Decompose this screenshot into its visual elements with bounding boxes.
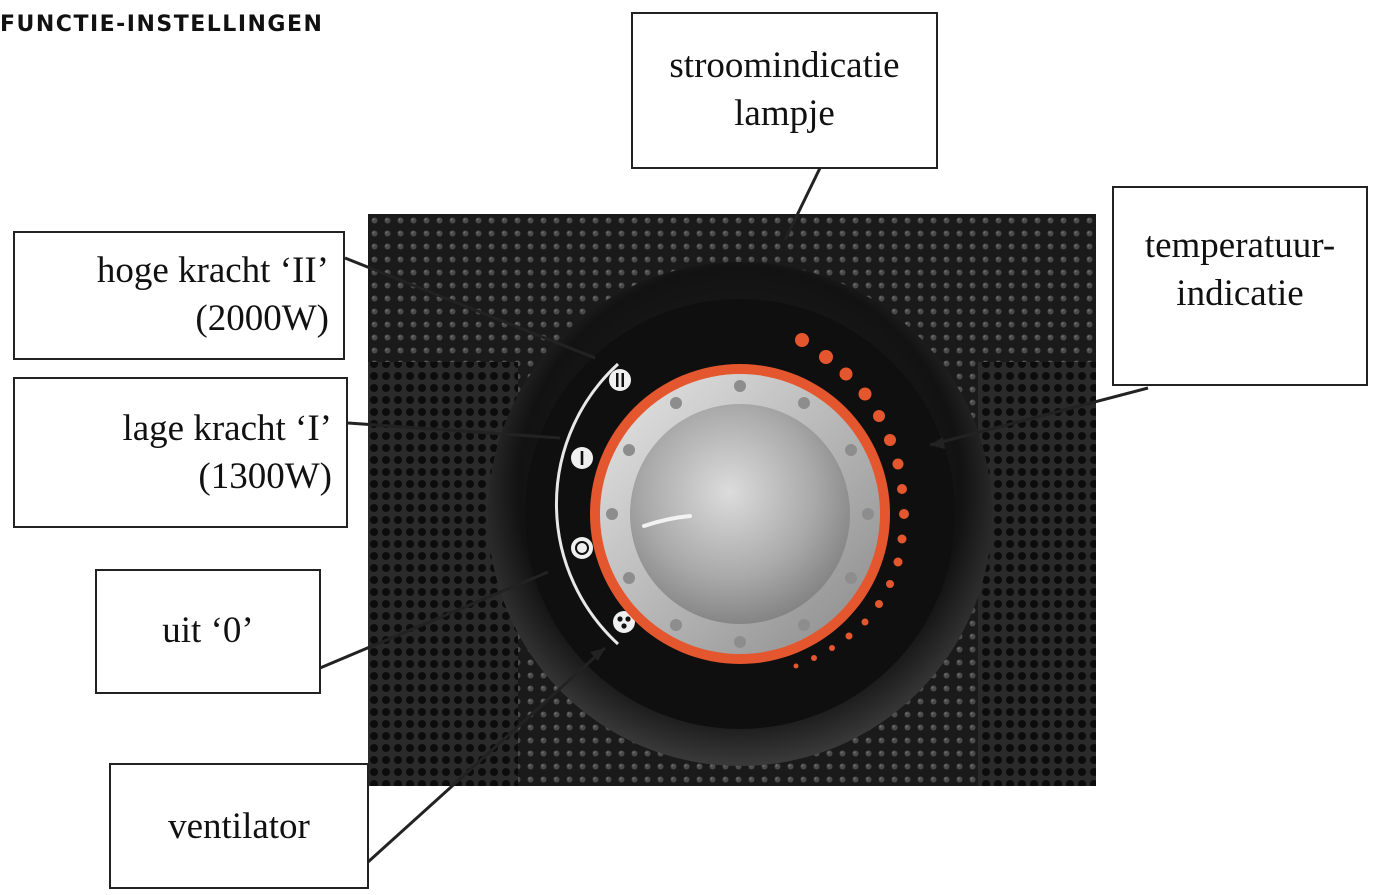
label-low-power-line2: (1300W) (198, 456, 332, 497)
label-high-power: hoge kracht ‘II’ (2000W) (13, 231, 345, 360)
label-low-power: lage kracht ‘I’ (1300W) (13, 377, 348, 528)
label-temperature: temperatuur- indicatie (1112, 186, 1368, 386)
honeycomb-grille-right (978, 362, 1096, 786)
label-power-indicator: stroomindicatie lampje (631, 12, 938, 169)
ring-studs (606, 380, 874, 648)
label-fan: ventilator (109, 763, 369, 889)
high-power-symbol-icon (609, 369, 631, 391)
label-power-indicator-line1: stroomindicatie (669, 45, 900, 86)
label-high-power-line1: hoge kracht ‘II’ (96, 250, 329, 291)
label-temperature-line1: temperatuur- (1144, 225, 1336, 266)
label-off: uit ‘0’ (95, 569, 321, 694)
heater-control-panel-photo (368, 214, 1096, 786)
temperature-knob (630, 404, 850, 624)
label-high-power-line2: (2000W) (195, 298, 329, 339)
label-temperature-line2: indicatie (1176, 273, 1304, 314)
label-low-power-line1: lage kracht ‘I’ (122, 408, 332, 449)
label-fan-line1: ventilator (168, 806, 310, 847)
off-symbol-icon (571, 537, 593, 559)
mode-arc (554, 362, 620, 646)
page-title: FUNCTIE-INSTELLINGEN (0, 12, 324, 37)
label-power-indicator-line2: lampje (734, 93, 835, 134)
fan-icon (613, 611, 635, 633)
temperature-dots (793, 333, 909, 669)
label-off-line1: uit ‘0’ (162, 610, 254, 651)
low-power-symbol-icon (571, 447, 593, 469)
knob-pointer (642, 514, 692, 528)
